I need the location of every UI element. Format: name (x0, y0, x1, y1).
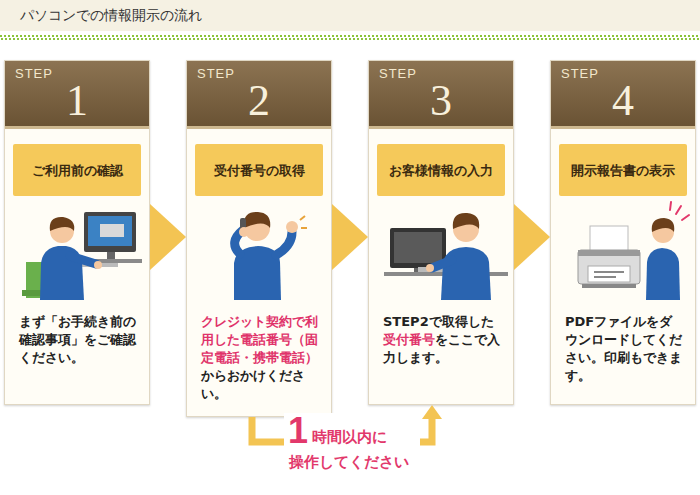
flow-chevron (514, 204, 550, 270)
phone-user-figure-part (244, 212, 270, 228)
pc-user-figure-part (88, 216, 132, 246)
input-user-figure-part (432, 260, 452, 268)
printer-figure-part (578, 250, 640, 284)
step-description: PDFファイルをダウンロードしてください。印刷もできます。 (565, 313, 685, 385)
heading-text: 開示報告書の表示 (571, 162, 675, 179)
step-header: STEP2 (187, 61, 331, 129)
description-text: クレジット契約で利用した電話番号（固定電話・携帯電話） (201, 314, 318, 365)
phone-user-figure (234, 212, 307, 300)
step-description: STEP2で取得した受付番号をここで入力します。 (383, 313, 503, 367)
step-header: STEP4 (551, 61, 695, 129)
pc-user-figure-part (94, 261, 102, 269)
pc-user-figure-part (70, 256, 96, 264)
description-text: まず「お手続き前の確認事項」をご確認ください。 (19, 314, 136, 365)
pc-user-figure-part (100, 224, 124, 237)
printer-figure-part (594, 271, 624, 273)
flow-chevron (332, 204, 368, 270)
printer-figure (578, 202, 689, 300)
pc-user-figure-part (50, 217, 75, 231)
input-user-figure (384, 213, 508, 300)
description-text: からおかけください。 (201, 368, 305, 401)
step-label: STEP (187, 61, 331, 81)
heading-box: 受付番号の取得 (195, 144, 323, 196)
printer-figure-part (652, 218, 675, 232)
printer-figure-part (578, 250, 640, 256)
heading-box: お客様情報の入力 (377, 144, 505, 196)
printer-figure-part (582, 284, 636, 288)
printer-figure-part (588, 266, 630, 282)
phone-user-figure-part (300, 216, 307, 228)
step-label: STEP (369, 61, 513, 81)
printer-figure-part (670, 202, 689, 220)
title-band (0, 0, 700, 31)
description-text: STEP2で取得した (383, 314, 494, 329)
time-note: 1 時間以内に操作してください (284, 413, 420, 477)
input-user-figure-part (453, 213, 479, 229)
step-number: 3 (369, 79, 513, 123)
connector-group (150, 204, 550, 442)
note-text: 時間以内に (312, 430, 387, 445)
step-header: STEP3 (369, 61, 513, 129)
page-title: パソコンでの情報開示の流れ (20, 7, 202, 24)
phone-user-figure-part (239, 227, 249, 237)
input-user-figure-part (441, 247, 491, 300)
time-bracket-arrow (252, 417, 432, 442)
dotted-rule (1, 38, 700, 40)
step-number: 4 (551, 79, 695, 123)
input-user-figure-part (426, 264, 434, 272)
step-number: 2 (187, 79, 331, 123)
heading-box: ご利用前の確認 (13, 144, 141, 196)
pc-user-figure (22, 212, 142, 300)
input-user-figure-part (394, 232, 442, 263)
phone-user-figure-part (286, 221, 298, 233)
time-number: 1 (288, 413, 308, 449)
heading-text: 受付番号の取得 (214, 162, 305, 179)
phone-user-figure-part (276, 232, 292, 255)
step-label: STEP (5, 61, 149, 81)
step-description: クレジット契約で利用した電話番号（固定電話・携帯電話）からおかけください。 (201, 313, 321, 403)
pc-user-figure-part (84, 212, 136, 252)
step-number: 1 (5, 79, 149, 123)
description-text: PDFファイルをダウンロードしてください。印刷もできます。 (565, 314, 682, 383)
printer-figure-part (594, 276, 616, 278)
flow-chevron (150, 204, 186, 270)
pc-user-figure-part (107, 252, 115, 259)
heading-box: 開示報告書の表示 (559, 144, 687, 196)
step-header: STEP1 (5, 61, 149, 129)
heading-text: ご利用前の確認 (32, 162, 123, 179)
dotted-rule (0, 35, 700, 37)
printer-figure-part (646, 248, 680, 300)
step-description: まず「お手続き前の確認事項」をご確認ください。 (19, 313, 139, 367)
description-text: 受付番号 (383, 332, 435, 347)
note-text: 操作してください (289, 455, 409, 470)
heading-text: お客様情報の入力 (389, 162, 493, 179)
step-label: STEP (551, 61, 695, 81)
